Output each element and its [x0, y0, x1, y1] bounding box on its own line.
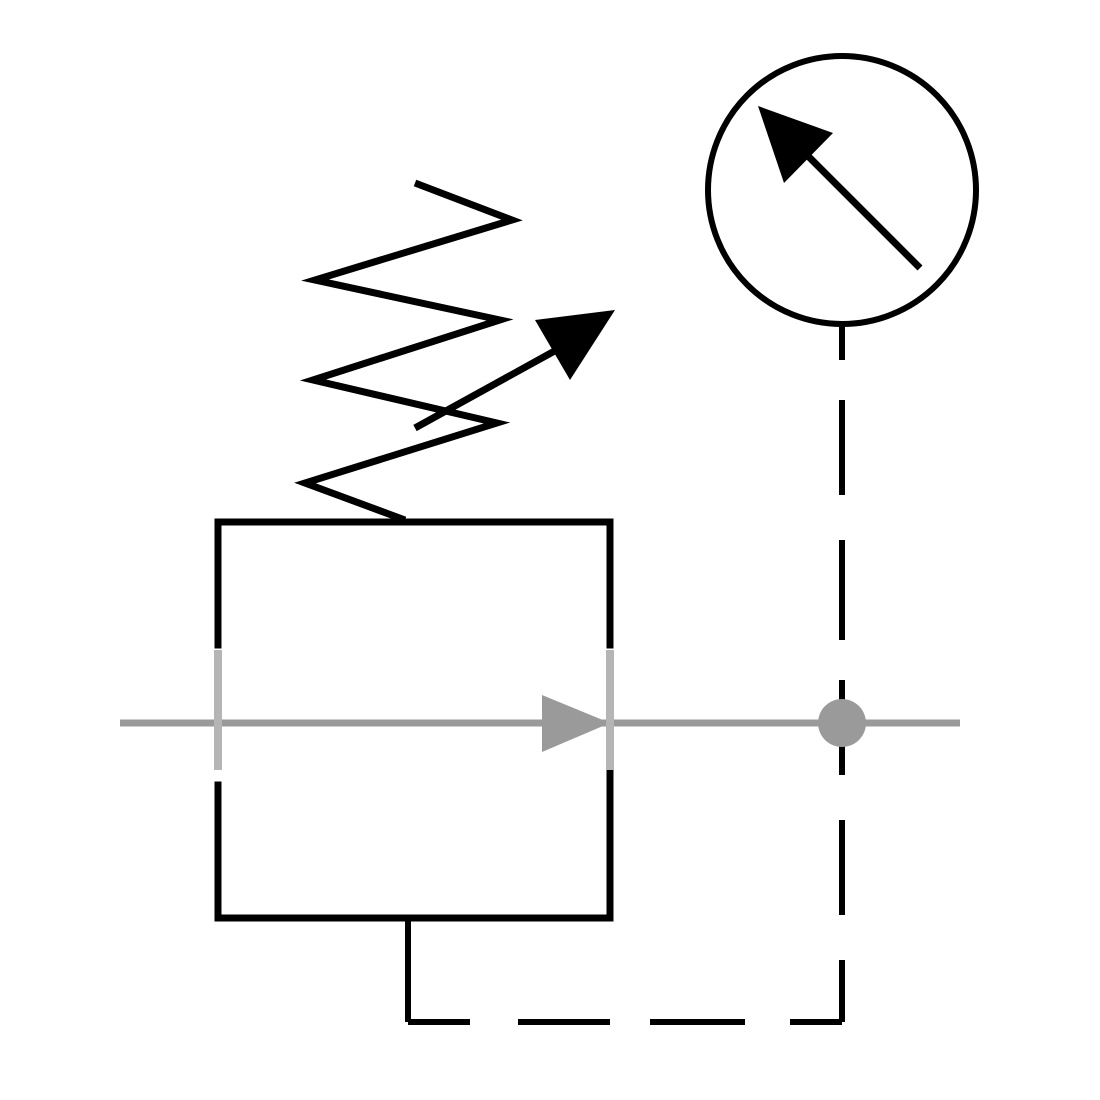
junction-dot	[818, 699, 866, 747]
adjustable-spring	[294, 179, 523, 524]
inlet-port-mark	[214, 650, 222, 770]
valve-body	[214, 518, 614, 922]
flow-arrow	[542, 695, 610, 752]
outlet-port-mark	[606, 650, 614, 770]
drain-line	[405, 745, 845, 1025]
pressure-gauge	[705, 53, 979, 327]
adjustment-arrow	[413, 310, 615, 432]
